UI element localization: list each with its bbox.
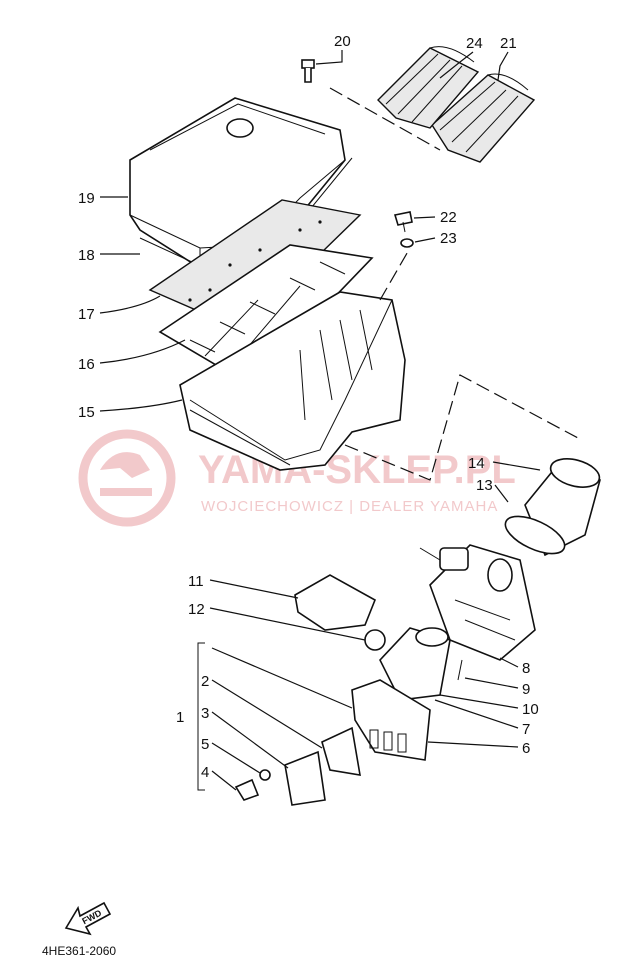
callout-11: 11 [188, 573, 204, 590]
air-cleaner-case-15 [179, 291, 406, 471]
callout-21: 21 [500, 35, 517, 52]
reed-valve-6 [351, 679, 431, 761]
callout-5: 5 [201, 736, 209, 753]
callout-14: 14 [468, 455, 485, 472]
group-bracket-1 [197, 642, 205, 791]
callout-10: 10 [522, 701, 539, 718]
washer-23 [400, 238, 414, 248]
duct-fitting-line [329, 87, 441, 151]
callout-18: 18 [78, 247, 95, 264]
callout-19: 19 [78, 190, 95, 207]
callout-17: 17 [78, 306, 95, 323]
callout-6: 6 [522, 740, 530, 757]
carb-hose [457, 659, 463, 681]
bolt-fitting-line [379, 247, 411, 301]
watermark-subtitle: WOJCIECHOWICZ | DEALER YAMAHA [201, 498, 498, 515]
reed-stopper-3 [284, 750, 326, 806]
callout-3: 3 [201, 705, 209, 722]
callout-4: 4 [201, 764, 209, 781]
carburetor-joint-7 [379, 627, 451, 701]
callout-13: 13 [476, 477, 493, 494]
screw-20 [301, 59, 315, 83]
bolt-22 [393, 211, 413, 233]
callout-8: 8 [522, 660, 530, 677]
drawing-code: 4HE361-2060 [42, 944, 116, 958]
callouts: 20 24 21 19 18 17 16 15 22 23 14 13 11 1… [78, 33, 539, 781]
callout-22: 22 [440, 209, 457, 226]
callout-7: 7 [522, 721, 530, 738]
leader-lines [99, 50, 541, 791]
fwd-arrow-icon: FWD [64, 901, 112, 936]
callout-1: 1 [176, 709, 184, 726]
callout-9: 9 [522, 681, 530, 698]
callout-24: 24 [466, 35, 483, 52]
callout-2: 2 [201, 673, 209, 690]
callout-15: 15 [78, 404, 95, 421]
clamp-12 [364, 629, 386, 651]
case-cover-11 [294, 574, 377, 631]
callout-23: 23 [440, 230, 457, 247]
washer-5 [259, 769, 271, 781]
reed-2 [321, 726, 361, 776]
carburetor-8 [419, 544, 536, 661]
screw-4 [234, 778, 260, 801]
watermark-logo [78, 429, 176, 527]
intake-duct-21 [431, 73, 536, 163]
callout-16: 16 [78, 356, 95, 373]
callout-12: 12 [188, 601, 205, 618]
case-to-carb-line [344, 374, 579, 481]
callout-20: 20 [334, 33, 351, 50]
clamp-13 [504, 515, 566, 555]
